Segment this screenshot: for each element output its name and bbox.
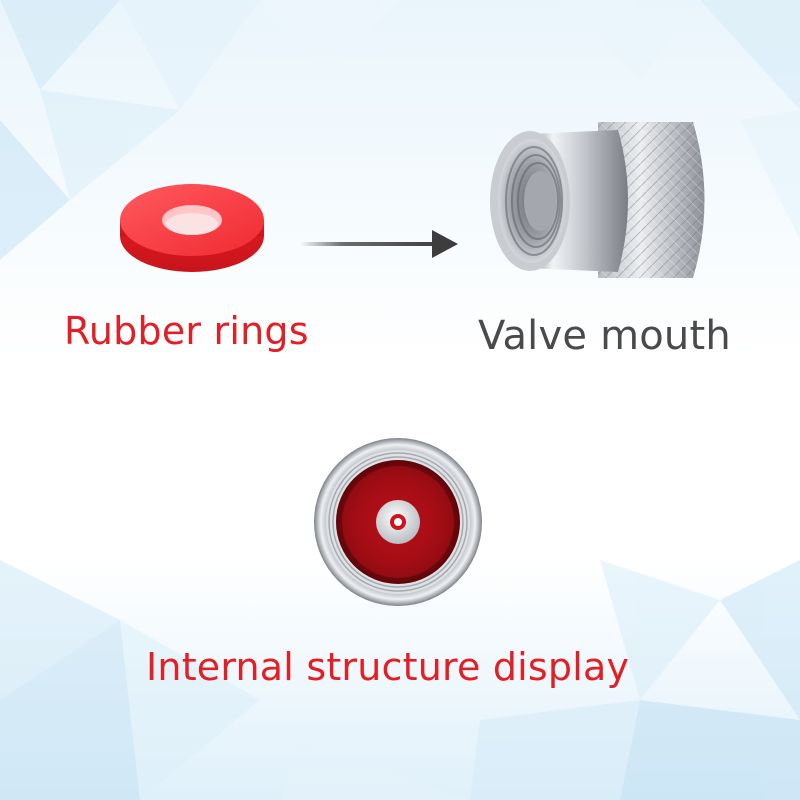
internal-structure-image xyxy=(314,438,482,606)
arrow-icon xyxy=(300,230,458,258)
rubber-ring-image xyxy=(120,184,264,272)
valve-mouth-label: Valve mouth xyxy=(478,313,731,359)
valve-cap-image xyxy=(490,122,705,278)
rubber-rings-label: Rubber rings xyxy=(64,309,309,353)
internal-structure-label: Internal structure display xyxy=(146,645,630,689)
